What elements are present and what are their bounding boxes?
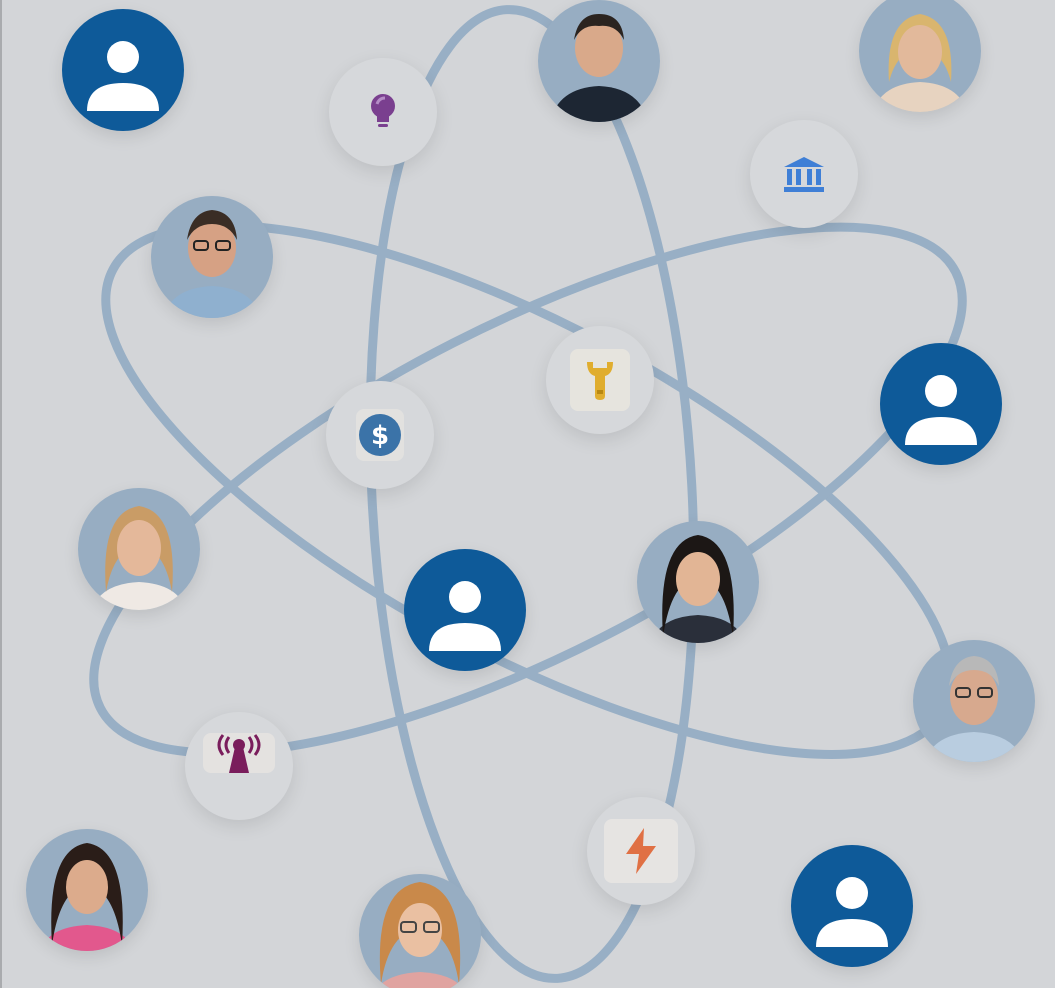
broadcast-bubble bbox=[185, 712, 293, 820]
wrench-icon bbox=[570, 349, 630, 411]
user-avatar-icon bbox=[791, 845, 913, 967]
bank-bubble bbox=[750, 120, 858, 228]
person-photo bbox=[151, 196, 273, 318]
lightning-icon bbox=[604, 819, 678, 883]
person-photo bbox=[78, 488, 200, 610]
bank-icon bbox=[780, 152, 828, 196]
dollar-bubble: $ bbox=[326, 381, 434, 489]
user-avatar-icon bbox=[404, 549, 526, 671]
orbit-vertical bbox=[365, 5, 699, 983]
person-photo bbox=[26, 829, 148, 951]
person-photo bbox=[859, 0, 981, 112]
person-photo bbox=[637, 521, 759, 643]
lightbulb-bubble bbox=[329, 58, 437, 166]
wrench-bubble bbox=[546, 326, 654, 434]
person-photo bbox=[538, 0, 660, 122]
person-photo bbox=[359, 874, 481, 988]
left-border bbox=[0, 0, 2, 988]
lightbulb-icon bbox=[363, 90, 403, 134]
user-avatar-icon bbox=[880, 343, 1002, 465]
lightning-bubble bbox=[587, 797, 695, 905]
person-photo bbox=[913, 640, 1035, 762]
broadcast-tower-icon bbox=[203, 733, 275, 774]
dollar-icon: $ bbox=[356, 409, 404, 461]
svg-text:$: $ bbox=[371, 421, 389, 451]
user-avatar-icon bbox=[62, 9, 184, 131]
orbit-diagonal-b bbox=[89, 222, 967, 758]
